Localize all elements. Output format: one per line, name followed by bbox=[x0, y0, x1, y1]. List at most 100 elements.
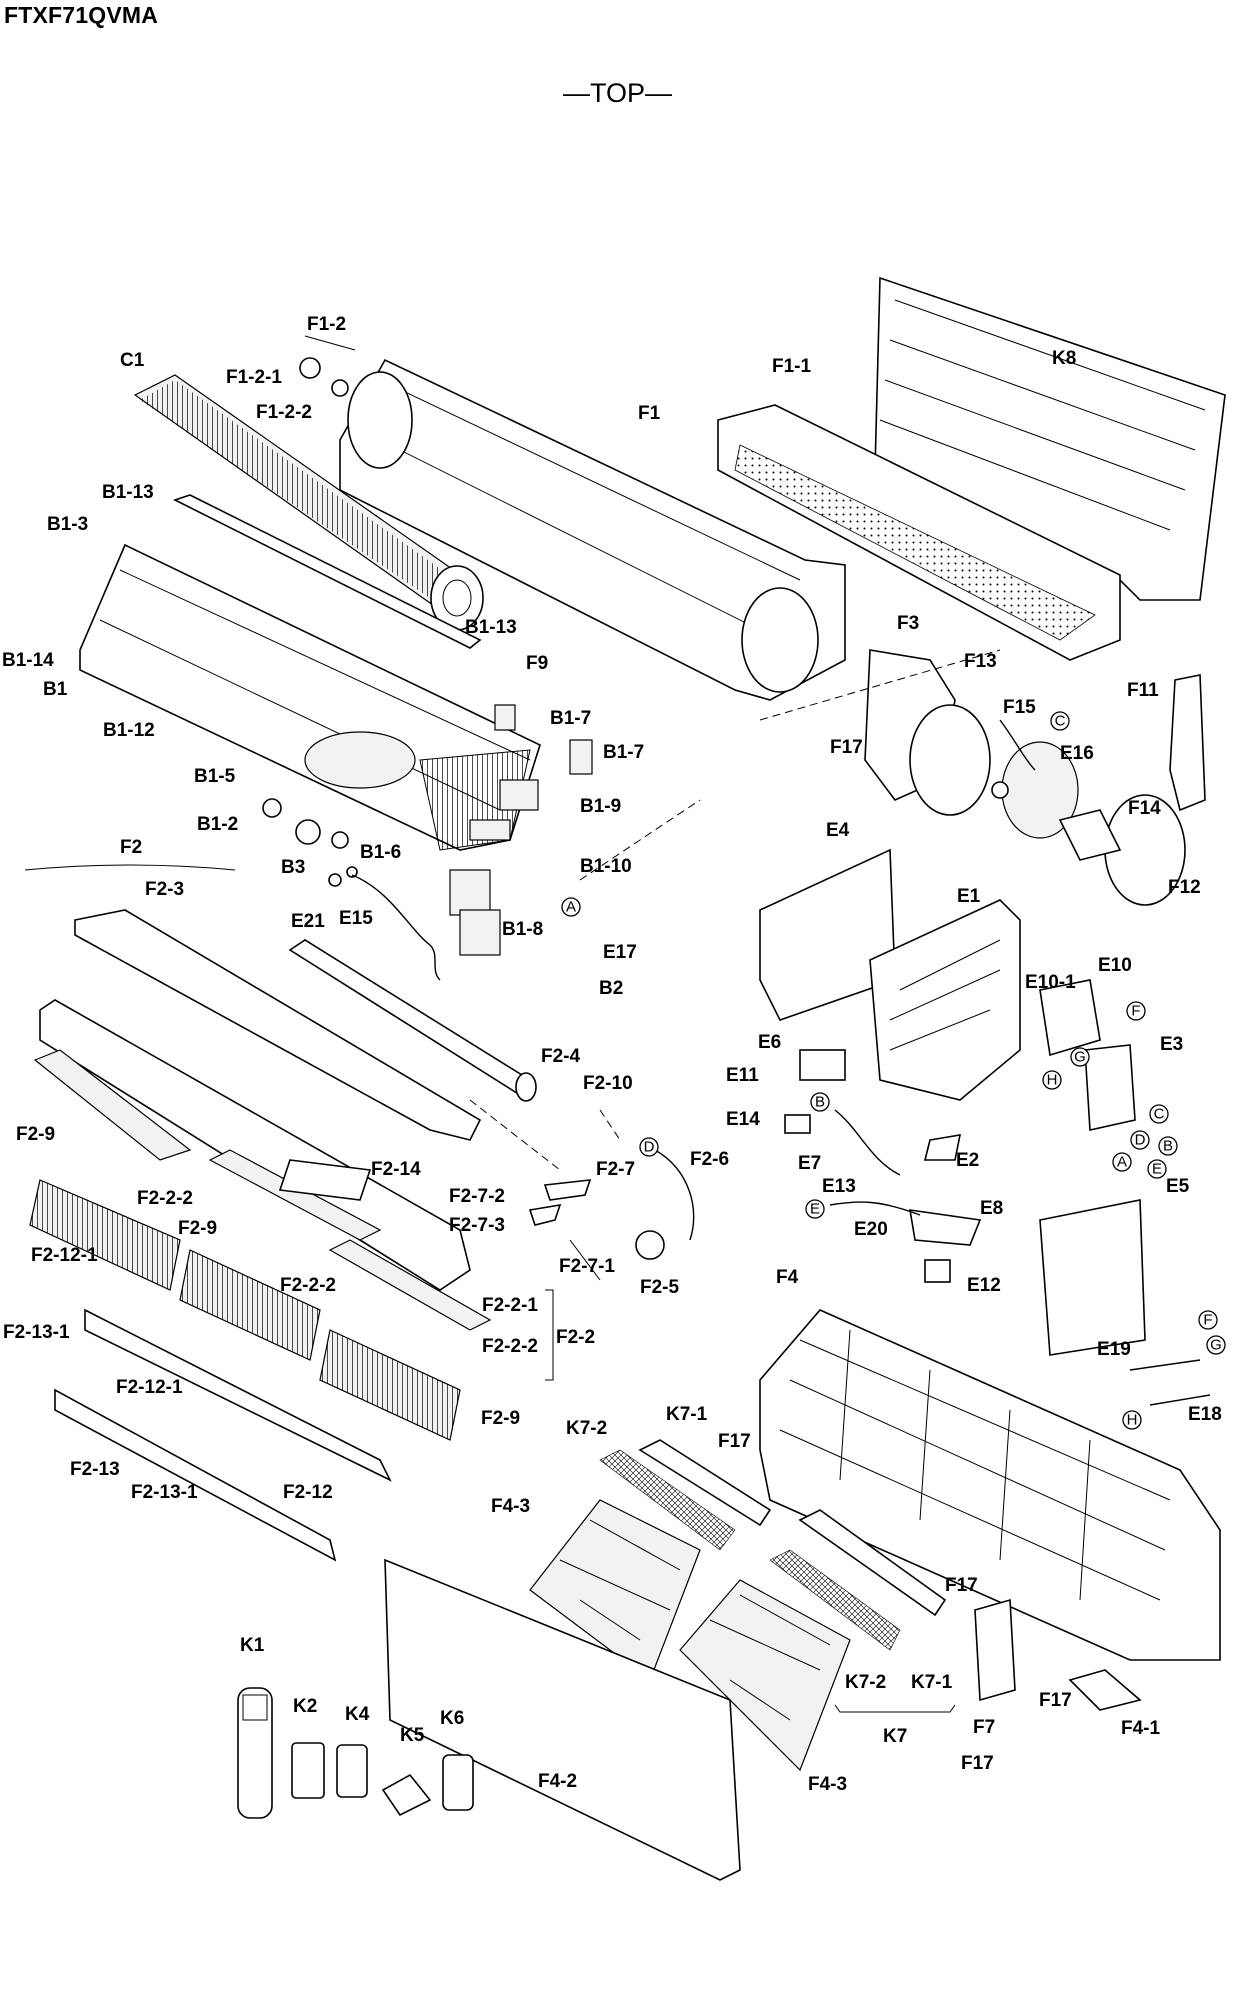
part-label: E20 bbox=[854, 1219, 888, 1240]
part-label: K7-2 bbox=[566, 1418, 607, 1439]
part-label: F7 bbox=[973, 1717, 995, 1738]
tag-text: H bbox=[1127, 1412, 1138, 1429]
part-labels: F1-2 C1 F1-2-1 F1-2-2 F1 F1-1 K8 B1-13 B… bbox=[2, 314, 1222, 1795]
part-label: F3 bbox=[897, 613, 919, 634]
part-label: F17 bbox=[961, 1753, 994, 1774]
part-label: E19 bbox=[1097, 1339, 1131, 1360]
part-label: F4-1 bbox=[1121, 1718, 1161, 1739]
part-label: E8 bbox=[980, 1198, 1003, 1219]
part-label: F2-2-2 bbox=[482, 1336, 538, 1357]
part-label: K6 bbox=[440, 1708, 464, 1729]
part-label: F9 bbox=[526, 653, 548, 674]
part-label: B2 bbox=[599, 978, 623, 999]
part-label: E1 bbox=[957, 886, 981, 907]
part-label: F4-3 bbox=[491, 1496, 530, 1517]
part-label: F4-3 bbox=[808, 1774, 847, 1795]
part-label: F12 bbox=[1168, 877, 1201, 898]
control-box-cover-e4 bbox=[759, 848, 896, 1021]
drain-tray-f2 bbox=[74, 909, 482, 1141]
part-label: F2-2-2 bbox=[137, 1188, 193, 1209]
part-label: F2-5 bbox=[640, 1277, 680, 1298]
part-label: F17 bbox=[945, 1575, 978, 1596]
part-label: B1-3 bbox=[47, 514, 88, 535]
part-label: F4 bbox=[776, 1267, 799, 1288]
part-label: K7-2 bbox=[845, 1672, 886, 1693]
tag-text: B bbox=[1163, 1138, 1173, 1155]
electrical-cover-e5 bbox=[1039, 1199, 1146, 1356]
tag-text: A bbox=[1117, 1154, 1127, 1171]
tag-text: E bbox=[810, 1201, 820, 1218]
part-label: K8 bbox=[1052, 348, 1076, 369]
part-label: E21 bbox=[291, 911, 325, 932]
tag-text: G bbox=[1210, 1337, 1222, 1354]
tag-text: G bbox=[1074, 1049, 1086, 1066]
part-label: E16 bbox=[1060, 743, 1094, 764]
screws-k5 bbox=[381, 1773, 432, 1817]
part-label: F2-7-3 bbox=[449, 1215, 505, 1236]
tag-text: E bbox=[1152, 1161, 1162, 1178]
part-outlines bbox=[24, 276, 1226, 1881]
part-label: F2-13-1 bbox=[3, 1322, 70, 1343]
part-label: F1-2-2 bbox=[256, 402, 312, 423]
part-label: B1-14 bbox=[2, 650, 54, 671]
tag-text: D bbox=[644, 1139, 655, 1156]
view-title: —TOP— bbox=[562, 78, 672, 108]
part-label: K7-1 bbox=[911, 1672, 953, 1693]
part-label: F2-9 bbox=[16, 1124, 55, 1145]
tag-text: C bbox=[1154, 1106, 1165, 1123]
part-label: E18 bbox=[1188, 1404, 1222, 1425]
part-label: E2 bbox=[956, 1150, 979, 1171]
part-label: F2-7-2 bbox=[449, 1186, 505, 1207]
part-label: E10-1 bbox=[1025, 972, 1076, 993]
part-label: F2-9 bbox=[481, 1408, 520, 1429]
tag-text: C bbox=[1055, 713, 1066, 730]
part-label: E10 bbox=[1098, 955, 1132, 976]
part-label: E3 bbox=[1160, 1034, 1183, 1055]
part-label: B1-13 bbox=[102, 482, 154, 503]
part-label: F2-13 bbox=[70, 1459, 120, 1480]
part-label: F2-2-1 bbox=[482, 1295, 538, 1316]
part-label: B1 bbox=[43, 679, 68, 700]
part-label: K5 bbox=[400, 1725, 425, 1746]
part-label: F13 bbox=[964, 651, 997, 672]
part-label: B1-2 bbox=[197, 814, 238, 835]
model-title: FTXF71QVMA bbox=[4, 2, 159, 28]
part-label: B1-13 bbox=[465, 617, 517, 638]
part-label: E11 bbox=[726, 1065, 759, 1086]
part-label: F4-2 bbox=[538, 1771, 577, 1792]
air-filter-f4-3b bbox=[679, 1579, 851, 1772]
front-panel-f4-2 bbox=[384, 1558, 741, 1881]
control-box-e1 bbox=[869, 899, 1021, 1101]
part-label: F2-3 bbox=[145, 879, 184, 900]
part-label: F1-2-1 bbox=[226, 367, 282, 388]
part-label: E12 bbox=[967, 1275, 1001, 1296]
part-label: E4 bbox=[826, 820, 850, 841]
part-label: E6 bbox=[758, 1032, 781, 1053]
part-label: F2-10 bbox=[583, 1073, 633, 1094]
part-label: K7 bbox=[883, 1726, 907, 1747]
filter-k6 bbox=[442, 1754, 474, 1811]
part-label: C1 bbox=[120, 350, 145, 371]
tag-text: F bbox=[1131, 1003, 1140, 1020]
part-label: F2 bbox=[120, 837, 142, 858]
part-label: E7 bbox=[798, 1153, 821, 1174]
part-label: F1-1 bbox=[772, 356, 812, 377]
part-label: F2-14 bbox=[371, 1159, 421, 1180]
flap-grilles-f2-9 bbox=[29, 1179, 461, 1441]
part-label: F2-9 bbox=[178, 1218, 217, 1239]
part-label: F2-13-1 bbox=[131, 1482, 198, 1503]
part-label: F2-12-1 bbox=[116, 1377, 183, 1398]
part-label: B1-6 bbox=[360, 842, 401, 863]
tag-text: F bbox=[1203, 1312, 1212, 1329]
part-label: B3 bbox=[281, 857, 305, 878]
part-label: F17 bbox=[718, 1431, 751, 1452]
part-label: K4 bbox=[345, 1704, 370, 1725]
holder-k2 bbox=[291, 1742, 325, 1799]
part-label: F2-2-2 bbox=[280, 1275, 336, 1296]
part-label: E5 bbox=[1166, 1176, 1190, 1197]
frame-f1 bbox=[339, 358, 846, 701]
part-label: F2-2 bbox=[556, 1327, 595, 1348]
part-label: E14 bbox=[726, 1109, 760, 1130]
tag-text: B bbox=[815, 1094, 825, 1111]
